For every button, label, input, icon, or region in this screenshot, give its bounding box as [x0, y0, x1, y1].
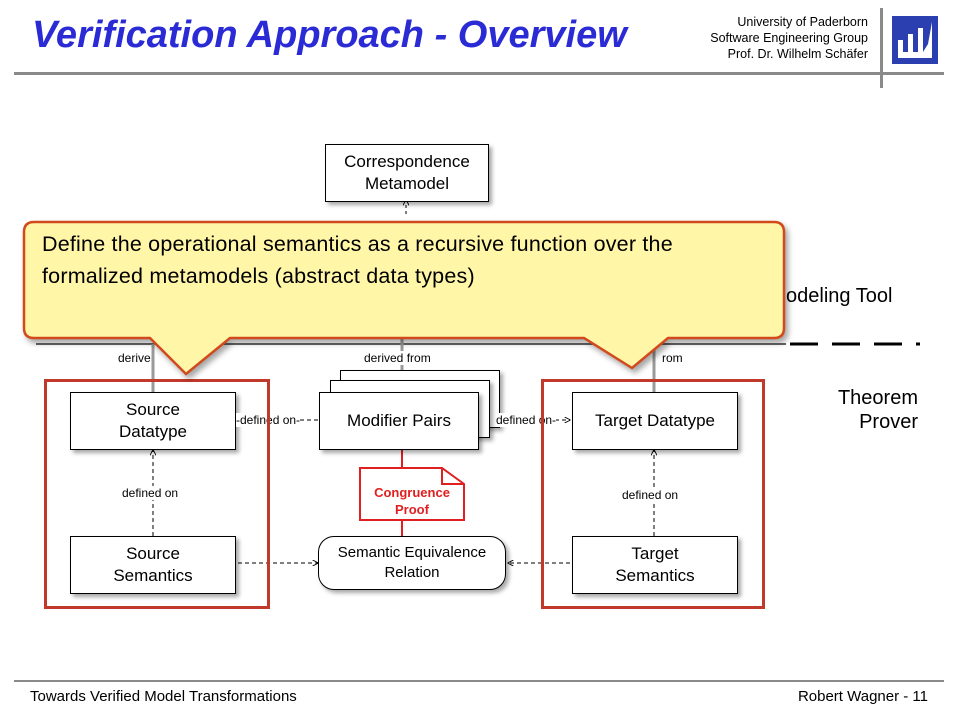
congruence-proof-note-icon — [359, 467, 465, 521]
footer-divider — [14, 680, 944, 682]
target-datatype-box: Target Datatype — [572, 392, 738, 450]
derived-label-left: derive — [118, 351, 151, 365]
callout-text: Define the operational semantics as a re… — [42, 232, 673, 288]
source-semantics-line2: Semantics — [113, 566, 193, 585]
university-name: University of Paderborn — [737, 15, 868, 29]
header-divider-vertical — [880, 8, 883, 88]
source-semantics-line1: Source — [126, 544, 180, 563]
correspondence-line1: Correspondence — [344, 152, 470, 171]
university-info: University of Paderborn Software Enginee… — [710, 14, 868, 62]
modifier-pairs-box: Modifier Pairs — [319, 392, 479, 450]
source-frame — [44, 379, 270, 609]
theorem-prover-line2: Prover — [859, 411, 918, 433]
target-semantics-line1: Target — [631, 544, 679, 563]
modifier-pairs-label: Modifier Pairs — [347, 411, 451, 430]
target-datatype-label: Target Datatype — [594, 411, 715, 430]
group-name: Software Engineering Group — [710, 31, 868, 45]
semantic-equivalence-line1: Semantic Equivalence — [337, 544, 487, 561]
university-logo-icon — [892, 16, 938, 64]
congruence-line2: Proof — [395, 502, 429, 517]
defined-on-label-target: defined on — [622, 488, 679, 502]
congruence-line1: Congruence — [374, 485, 450, 500]
footer-author-page: Robert Wagner - 11 — [797, 688, 928, 705]
header-divider-horizontal — [14, 72, 944, 75]
source-datatype-line1: Source — [126, 400, 180, 419]
derived-label-right: rom — [662, 351, 683, 365]
modeling-tool-label: odeling Tool — [786, 285, 893, 307]
semantic-equivalence-line2: Relation — [384, 564, 440, 581]
defined-on-label-source: defined on — [122, 486, 179, 500]
target-frame — [541, 379, 765, 609]
derived-label-mid: derived from — [364, 351, 431, 365]
page-title: Verification Approach - Overview — [32, 14, 627, 56]
theorem-prover-line1: Theorem — [837, 387, 918, 409]
professor-name: Prof. Dr. Wilhelm Schäfer — [727, 47, 868, 61]
target-semantics-line2: Semantics — [615, 566, 695, 585]
congruence-proof-label: Congruence Proof — [360, 484, 464, 518]
theorem-prover-label: Theorem Prover — [808, 386, 918, 434]
footer-title: Towards Verified Model Transformations — [30, 688, 297, 705]
correspondence-line2: Metamodel — [364, 174, 450, 193]
source-datatype-line2: Datatype — [118, 422, 188, 441]
